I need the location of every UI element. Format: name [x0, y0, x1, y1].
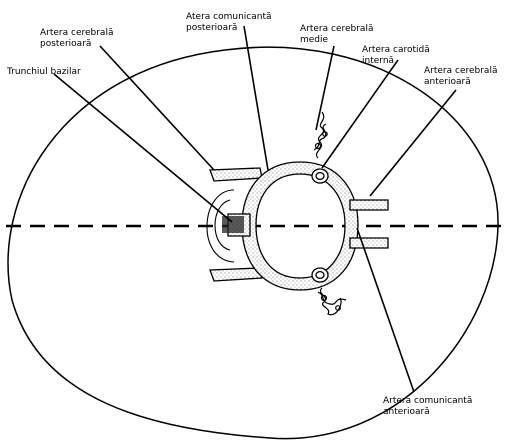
- label-anterior-communicating-artery: Artera comunicantă anterioară: [383, 396, 473, 417]
- label-posterior-communicating-artery: Atera comunicantă posterioară: [186, 12, 272, 33]
- brain-outline: [7, 46, 499, 440]
- basilar-bulb: [206, 189, 235, 263]
- basilar-hatch: [222, 216, 244, 233]
- label-basilar-trunk: Trunchiul bazilar: [7, 67, 81, 77]
- label-internal-carotid-artery: Artera carotidă internă: [362, 45, 430, 66]
- carotid-rings: [311, 168, 329, 283]
- arterial-ring: [209, 161, 389, 291]
- label-anterior-cerebral-artery: Artera cerebrală anterioară: [424, 66, 498, 87]
- label-middle-cerebral-artery: Artera cerebrală medie: [300, 24, 374, 45]
- leader-lines: [53, 25, 457, 393]
- middle-cerebral-tangles: [313, 111, 347, 316]
- label-posterior-cerebral-artery: Artera cerebrală posterioară: [40, 28, 114, 49]
